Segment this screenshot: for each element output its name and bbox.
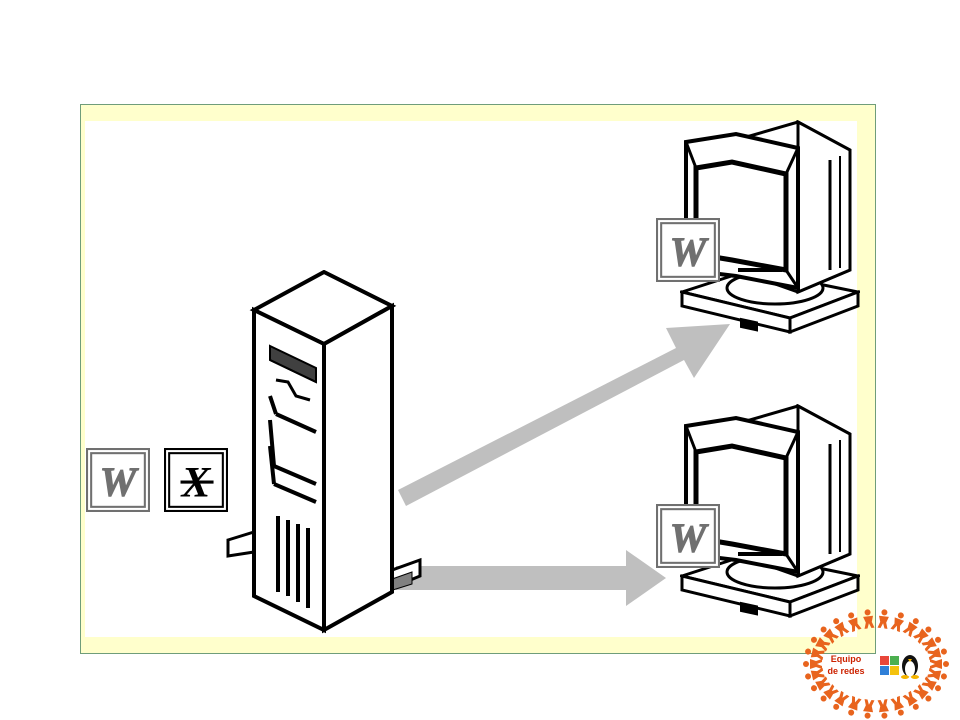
penguin-icon [901, 655, 919, 679]
server-tower [226, 270, 422, 632]
logo-figure [810, 636, 831, 652]
logo-figure [820, 626, 839, 644]
logo-figure [890, 612, 905, 633]
logo-figure [927, 667, 947, 681]
logo-figure [921, 676, 942, 692]
logo-figure [927, 647, 947, 661]
logo-figure [803, 659, 822, 669]
transfer-arrow-bottom [396, 550, 666, 606]
logo-figure [902, 618, 919, 638]
logo-line1: Equipo [831, 654, 862, 664]
logo-figure [863, 609, 875, 629]
logo-figure [833, 618, 850, 638]
client-computer-top-word-document-icon [656, 218, 720, 282]
logo-figure [810, 676, 831, 692]
logo-figure [847, 695, 862, 716]
logo-figure [877, 699, 889, 719]
transfer-arrow-top [398, 324, 730, 506]
people-ring [803, 609, 949, 719]
server-word-document-icon [86, 448, 150, 512]
server-excel-document-icon [164, 448, 228, 512]
logo-figure [890, 695, 905, 716]
logo-figure [820, 684, 839, 702]
client-computer-bottom-word-document-icon [656, 504, 720, 568]
logo-figure [847, 612, 862, 633]
logo-figure [913, 684, 932, 702]
windows-flag-icon [880, 656, 899, 675]
logo-figure [863, 699, 875, 719]
logo-figure [902, 690, 919, 710]
logo-figure [833, 690, 850, 710]
logo-figure [930, 659, 949, 669]
equipo-de-redes-logo: Equipo de redes [803, 609, 949, 719]
logo-figure [913, 626, 932, 644]
logo-figure [805, 667, 825, 681]
logo-line2: de redes [827, 666, 864, 676]
logo-figure [921, 636, 942, 652]
logo-figure [877, 609, 889, 629]
logo-figure [805, 647, 825, 661]
